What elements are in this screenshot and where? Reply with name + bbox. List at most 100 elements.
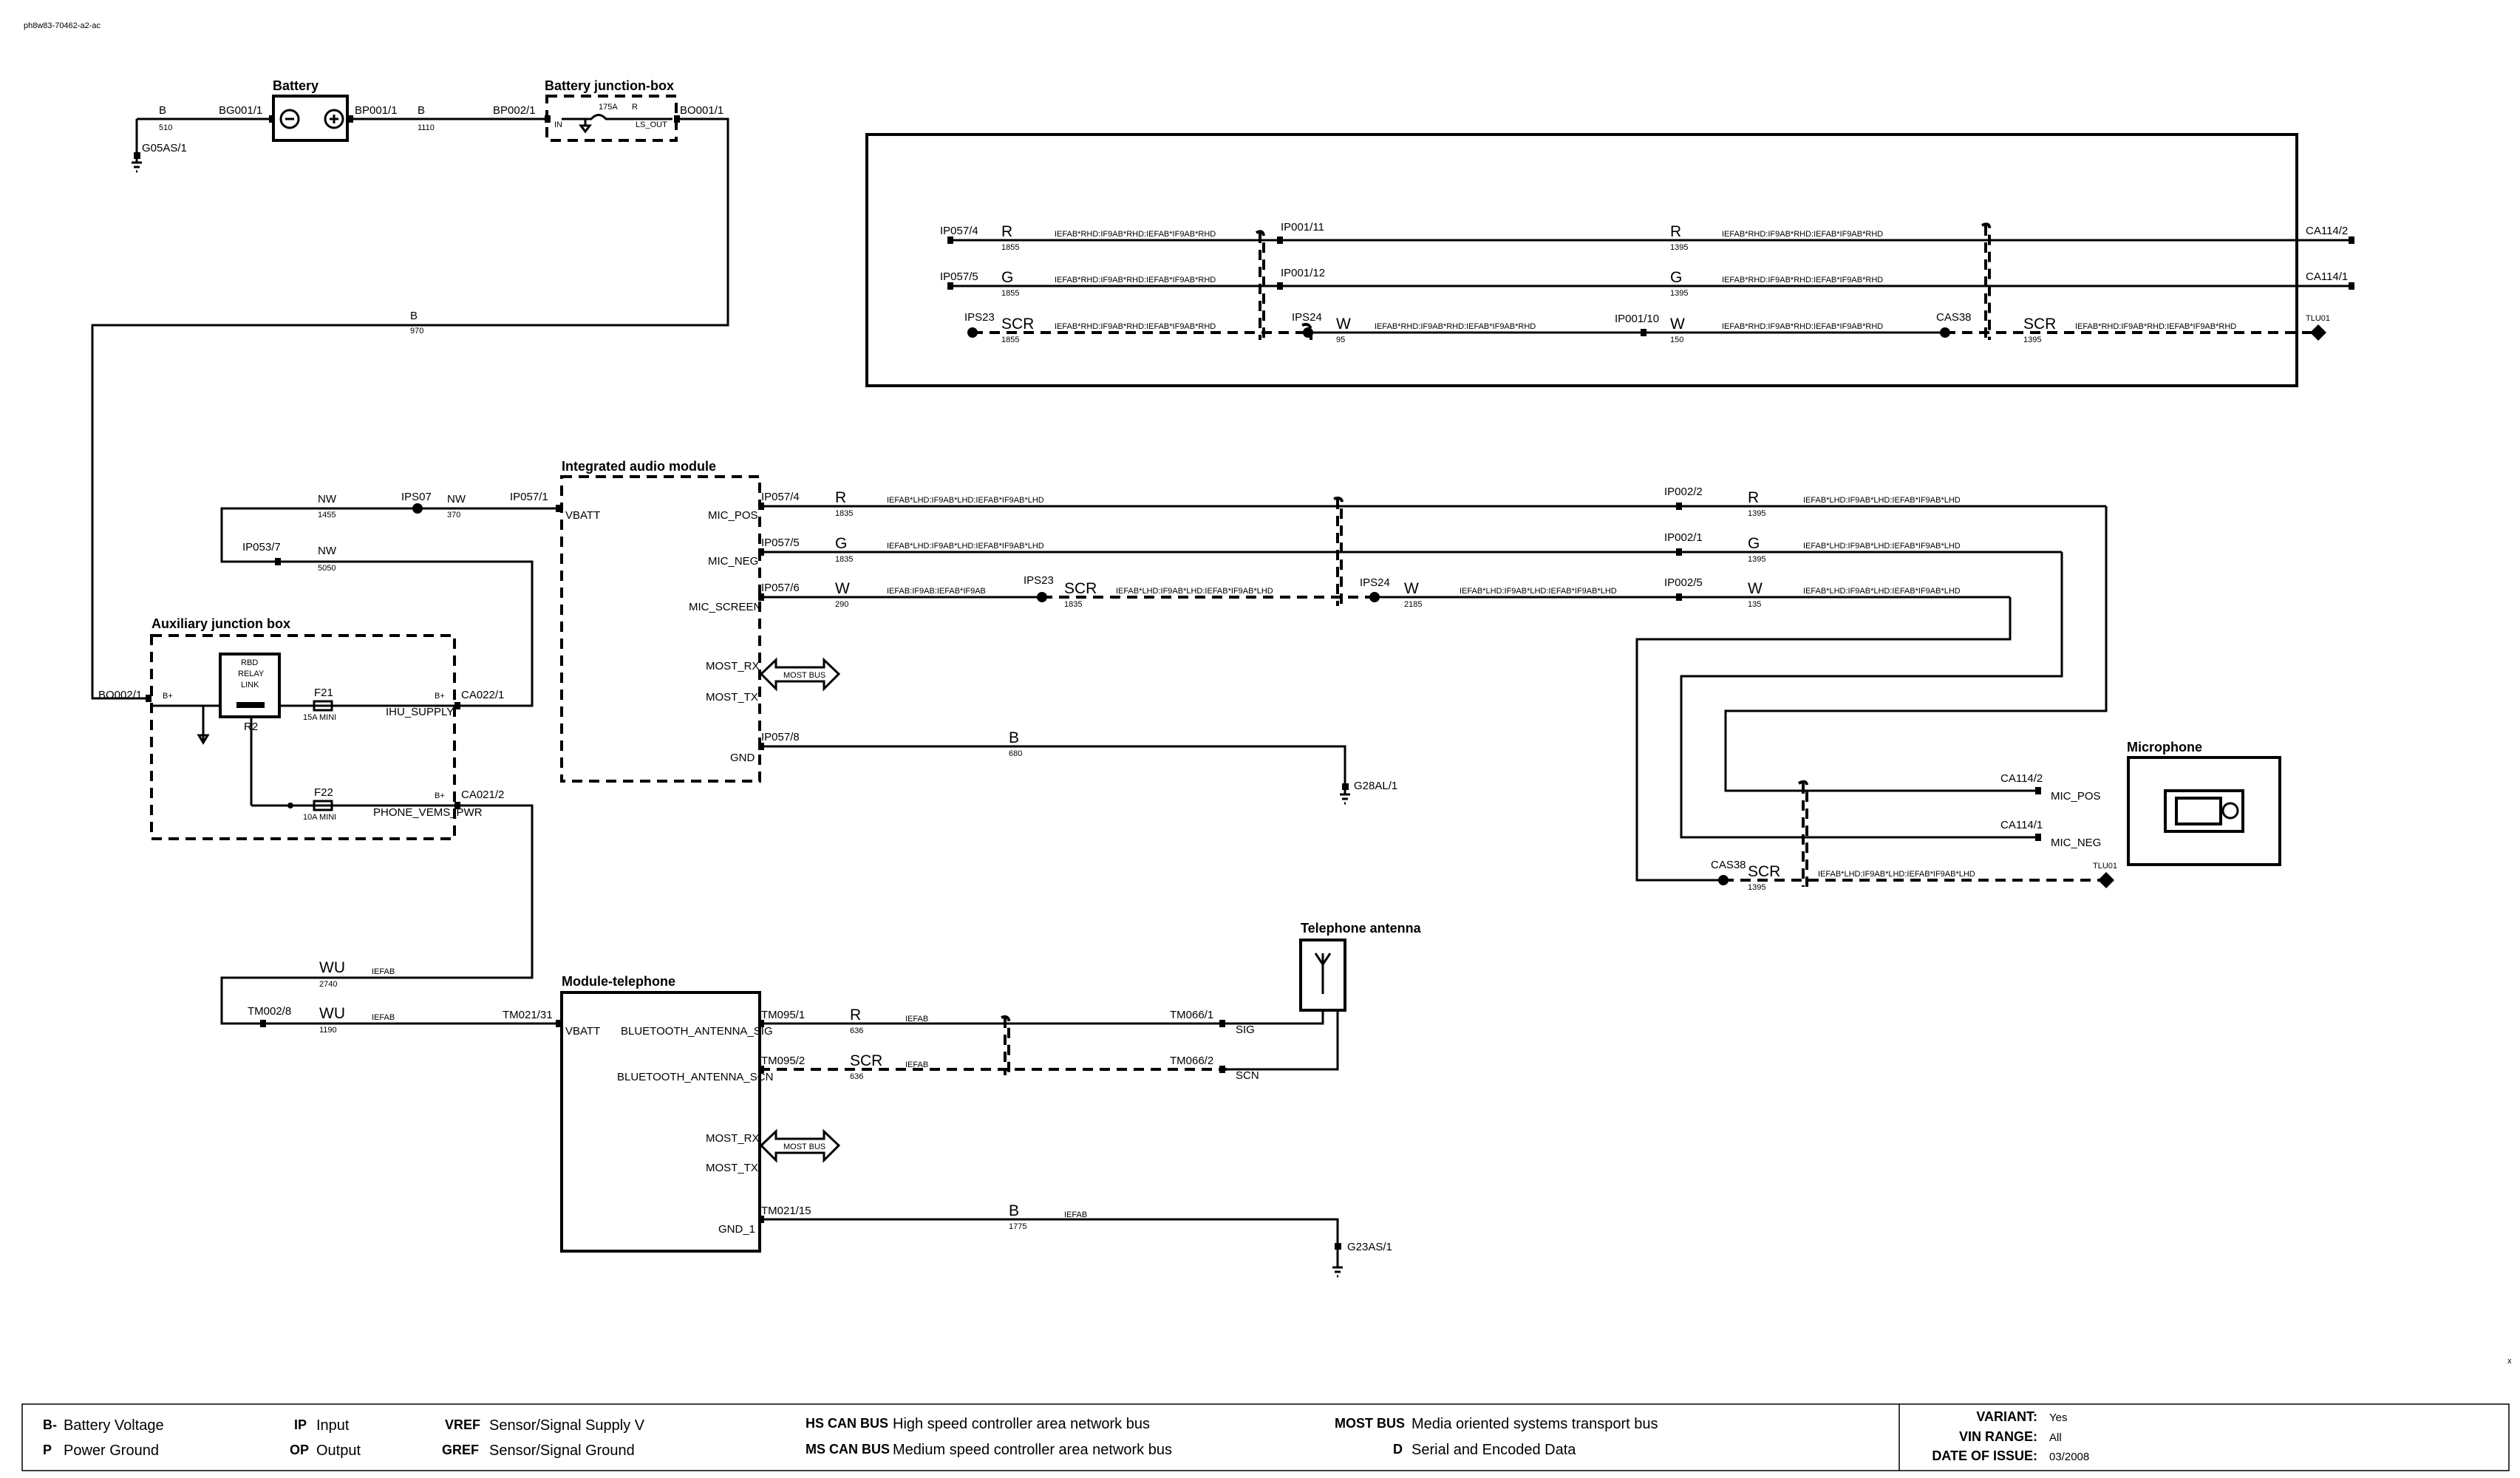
legend-key: OP <box>290 1443 309 1457</box>
relay-label: RBD <box>241 658 258 667</box>
legend-text: Battery Voltage <box>64 1417 164 1434</box>
wire-color: SCR <box>1748 863 1780 880</box>
pin-label: MOST_RX <box>706 660 760 672</box>
terminal-label: TLU01 <box>2306 314 2330 323</box>
connector-label: CA021/2 <box>461 789 504 801</box>
battery-junction-box: Battery junction-box IN 175A R LS_OUT BO… <box>91 78 729 700</box>
battery-negative-terminal-icon <box>279 109 300 129</box>
pin-label: B+ <box>435 692 445 701</box>
legend-text: Serial and Encoded Data <box>1411 1442 1576 1458</box>
connector-label: BG001/1 <box>219 104 262 117</box>
wire-number: 1835 <box>835 555 853 564</box>
pin-label: IHU_SUPPLY <box>386 706 454 718</box>
wire-number: 2185 <box>1404 600 1422 609</box>
wire-number: 370 <box>447 511 460 520</box>
rhd-route: IP057/4 R 1855 IEFAB*RHD:IF9AB*RHD:IEFAB… <box>865 133 2354 387</box>
wire-number: 1835 <box>835 509 853 518</box>
wire-number: 1835 <box>1064 600 1082 609</box>
wire-number: 5050 <box>318 564 336 573</box>
battery-junction-box-title: Battery junction-box <box>545 78 674 93</box>
connector-label: IP057/8 <box>761 731 800 743</box>
ground-label: G05AS/1 <box>142 142 187 154</box>
battery-positive-terminal-icon <box>324 109 344 129</box>
legend-key: D <box>1393 1442 1403 1457</box>
pin-label: MOST_TX <box>706 1162 758 1174</box>
pin-label: PHONE_VEMS_PWR <box>373 806 483 819</box>
document-id: ph8w83-70462-a2-ac <box>24 21 101 30</box>
pin-label: SIG <box>1236 1024 1255 1036</box>
wire-color: B <box>159 104 166 117</box>
wire-color: B <box>1009 729 1019 746</box>
variant-code: IEFAB*LHD:IF9AB*LHD:IEFAB*IF9AB*LHD <box>1803 542 1961 551</box>
wire-color: G <box>1748 535 1760 552</box>
integrated-audio-module: Integrated audio module VBATT MIC_POS MI… <box>560 459 2106 805</box>
variant-code: IEFAB*LHD:IF9AB*LHD:IEFAB*IF9AB*LHD <box>1116 587 1273 596</box>
wire-color: R <box>835 489 846 506</box>
fuse-rating: 175A <box>599 103 618 112</box>
connector-label: IP053/7 <box>242 541 281 554</box>
pin-label: MIC_SCREEN <box>689 601 761 613</box>
connector-label: TM021/31 <box>503 1009 553 1021</box>
splice-label: IPS24 <box>1360 576 1390 589</box>
wire-number: 510 <box>159 123 172 132</box>
variant-code: IEFAB <box>905 1015 928 1024</box>
ground-icon <box>1340 793 1350 805</box>
wire-number: 1855 <box>1001 243 1019 252</box>
legend-text: Output <box>316 1443 361 1459</box>
pin-label: R <box>632 103 638 112</box>
pin-label: MIC_POS <box>2051 790 2101 803</box>
wire-color: WU <box>319 959 345 976</box>
connector-label: IP002/2 <box>1664 486 1703 498</box>
wire-number: 1775 <box>1009 1222 1026 1231</box>
variant-code: IEFAB*RHD:IF9AB*RHD:IEFAB*IF9AB*RHD <box>1722 276 1883 285</box>
legend-key: GREF <box>442 1443 479 1457</box>
connector-label: TM095/1 <box>761 1009 805 1021</box>
ground-arrow-icon <box>197 734 210 745</box>
microphone-icon <box>2175 797 2222 825</box>
terminal-diamond-icon <box>2098 872 2114 888</box>
pin-label: MIC_NEG <box>708 555 758 568</box>
pin-label: BLUETOOTH_ANTENNA_SIG <box>621 1025 773 1038</box>
variant-code: IEFAB:IF9AB:IEFAB*IF9AB <box>887 587 986 596</box>
ground-label: G23AS/1 <box>1347 1241 1392 1253</box>
wire-number: 636 <box>850 1072 863 1081</box>
microphone-title: Microphone <box>2127 740 2202 755</box>
wire-number: 1395 <box>1670 243 1688 252</box>
legend-text: Sensor/Signal Ground <box>489 1443 635 1459</box>
variant-code: IEFAB <box>372 967 395 976</box>
wire-color: R <box>1670 223 1681 240</box>
pin-label: MIC_NEG <box>2051 837 2101 849</box>
lhd-route: IP002/2 R 1395 IEFAB*LHD:IF9AB*LHD:IEFAB… <box>1635 486 2117 892</box>
wire-color: W <box>1670 316 1685 333</box>
pin-label: B+ <box>163 692 173 701</box>
variant-label: VARIANT: <box>1976 1409 2037 1424</box>
variant-code: IEFAB*LHD:IF9AB*LHD:IEFAB*IF9AB*LHD <box>1803 587 1961 596</box>
wire-number: 1855 <box>1001 336 1019 344</box>
legend-text: High speed controller area network bus <box>893 1416 1150 1432</box>
nw-supply: NW 1455 IPS07 NW 370 IP057/1 IP053/7 NW … <box>220 491 562 707</box>
wire-number: 1395 <box>1748 509 1765 518</box>
pin-label: MOST_RX <box>706 1132 760 1145</box>
connector-label: BP001/1 <box>355 104 398 117</box>
wire-color: B <box>1009 1202 1019 1219</box>
variant-value: Yes <box>2049 1411 2067 1424</box>
connector-label: CA114/1 <box>2306 270 2348 283</box>
wire-color: WU <box>319 1005 345 1022</box>
wire-color: G <box>835 535 847 552</box>
ground-label: G28AL/1 <box>1354 780 1397 792</box>
splice-label: IPS23 <box>964 311 995 324</box>
aux-junction-box-title: Auxiliary junction box <box>151 616 290 631</box>
ground-icon <box>1332 1266 1343 1278</box>
wire-color: W <box>835 580 850 597</box>
ground-icon <box>132 161 142 173</box>
connector-label: TM002/8 <box>248 1005 291 1018</box>
legend: x B- Battery Voltage P Power Ground IP I… <box>21 1357 2512 1471</box>
connector-label: IP057/5 <box>761 537 800 549</box>
telephone-antenna-title: Telephone antenna <box>1301 921 1422 936</box>
connector-label: CA114/2 <box>2000 772 2043 785</box>
ground-arrow-icon <box>579 119 592 134</box>
wire-number: 1395 <box>2023 336 2041 344</box>
battery-title: Battery <box>273 78 319 93</box>
wire-number: 1395 <box>1748 555 1765 564</box>
wire-number: 1395 <box>1670 289 1688 298</box>
